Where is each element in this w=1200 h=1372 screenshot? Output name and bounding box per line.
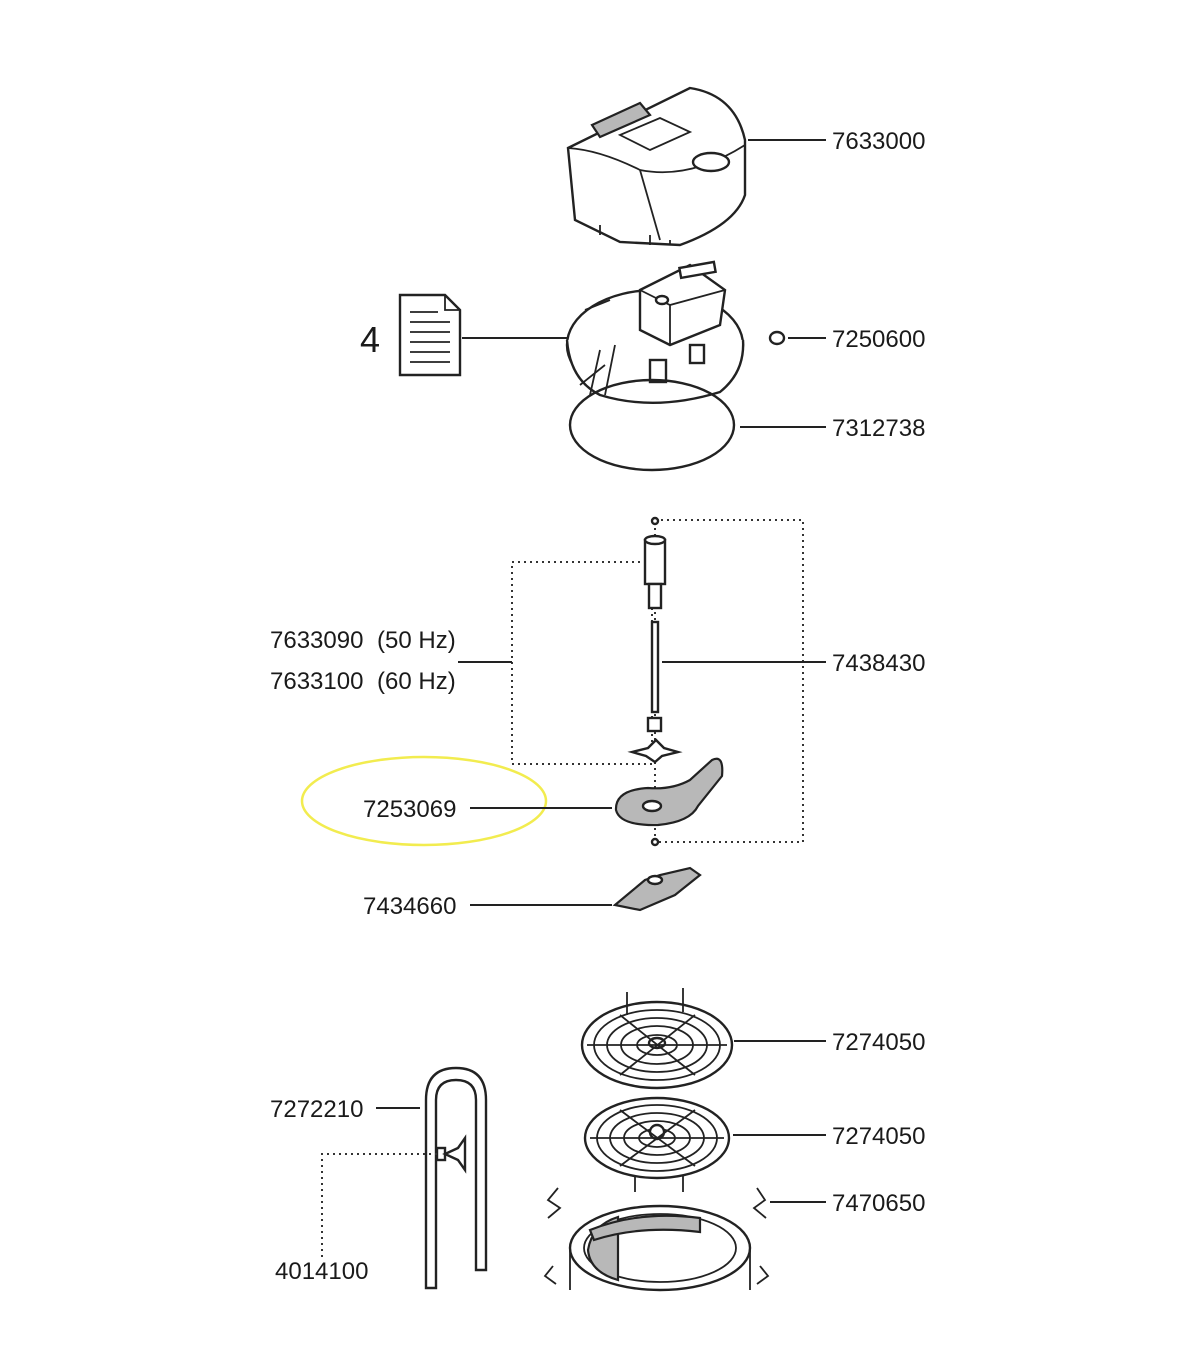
impeller-cover-plate: [614, 757, 724, 847]
part-number-7272210: 7272210: [270, 1096, 363, 1123]
shaft-bracket: [654, 519, 804, 843]
part-number-7633090: 7633090: [270, 627, 363, 654]
part-number-4014100: 4014100: [275, 1258, 368, 1285]
filter-grid-bottom: [583, 1096, 731, 1192]
part-number-7253069: 7253069: [363, 796, 456, 823]
filter-canister: [543, 1204, 770, 1292]
part-number-7274050-bottom: 7274050: [832, 1123, 925, 1150]
frequency-50hz: (50 Hz): [377, 627, 456, 654]
impeller-head: [643, 516, 667, 610]
motor-head-cover: [566, 86, 747, 247]
part-number-7633100: 7633100: [270, 668, 363, 695]
impeller-wing: [612, 866, 702, 912]
part-number-7312738: 7312738: [832, 415, 925, 442]
filter-grid-top: [580, 988, 734, 1090]
impeller-bracket: [511, 561, 653, 765]
part-number-7633000: 7633000: [832, 128, 925, 155]
part-number-7250600: 7250600: [832, 326, 925, 353]
frequency-60hz: (60 Hz): [377, 668, 456, 695]
document-icon: [398, 293, 462, 377]
clip-left: [546, 1187, 562, 1219]
highlight-ellipse: [300, 755, 548, 847]
ceramic-shaft: [650, 620, 660, 714]
part-number-7470650: 7470650: [832, 1190, 925, 1217]
motor-housing: [565, 260, 745, 404]
part-number-7274050-top: 7274050: [832, 1029, 925, 1056]
impeller-wing-small: [627, 738, 683, 764]
suction-cup: [435, 1134, 467, 1174]
document-reference-number: 4: [360, 319, 380, 360]
clip-right: [752, 1187, 767, 1219]
intake-tube: [424, 1066, 488, 1290]
part-number-7438430: 7438430: [832, 650, 925, 677]
o-ring-small: [768, 330, 786, 346]
shaft-bearing: [646, 716, 663, 733]
o-ring-large: [568, 378, 736, 472]
part-number-7434660: 7434660: [363, 893, 456, 920]
